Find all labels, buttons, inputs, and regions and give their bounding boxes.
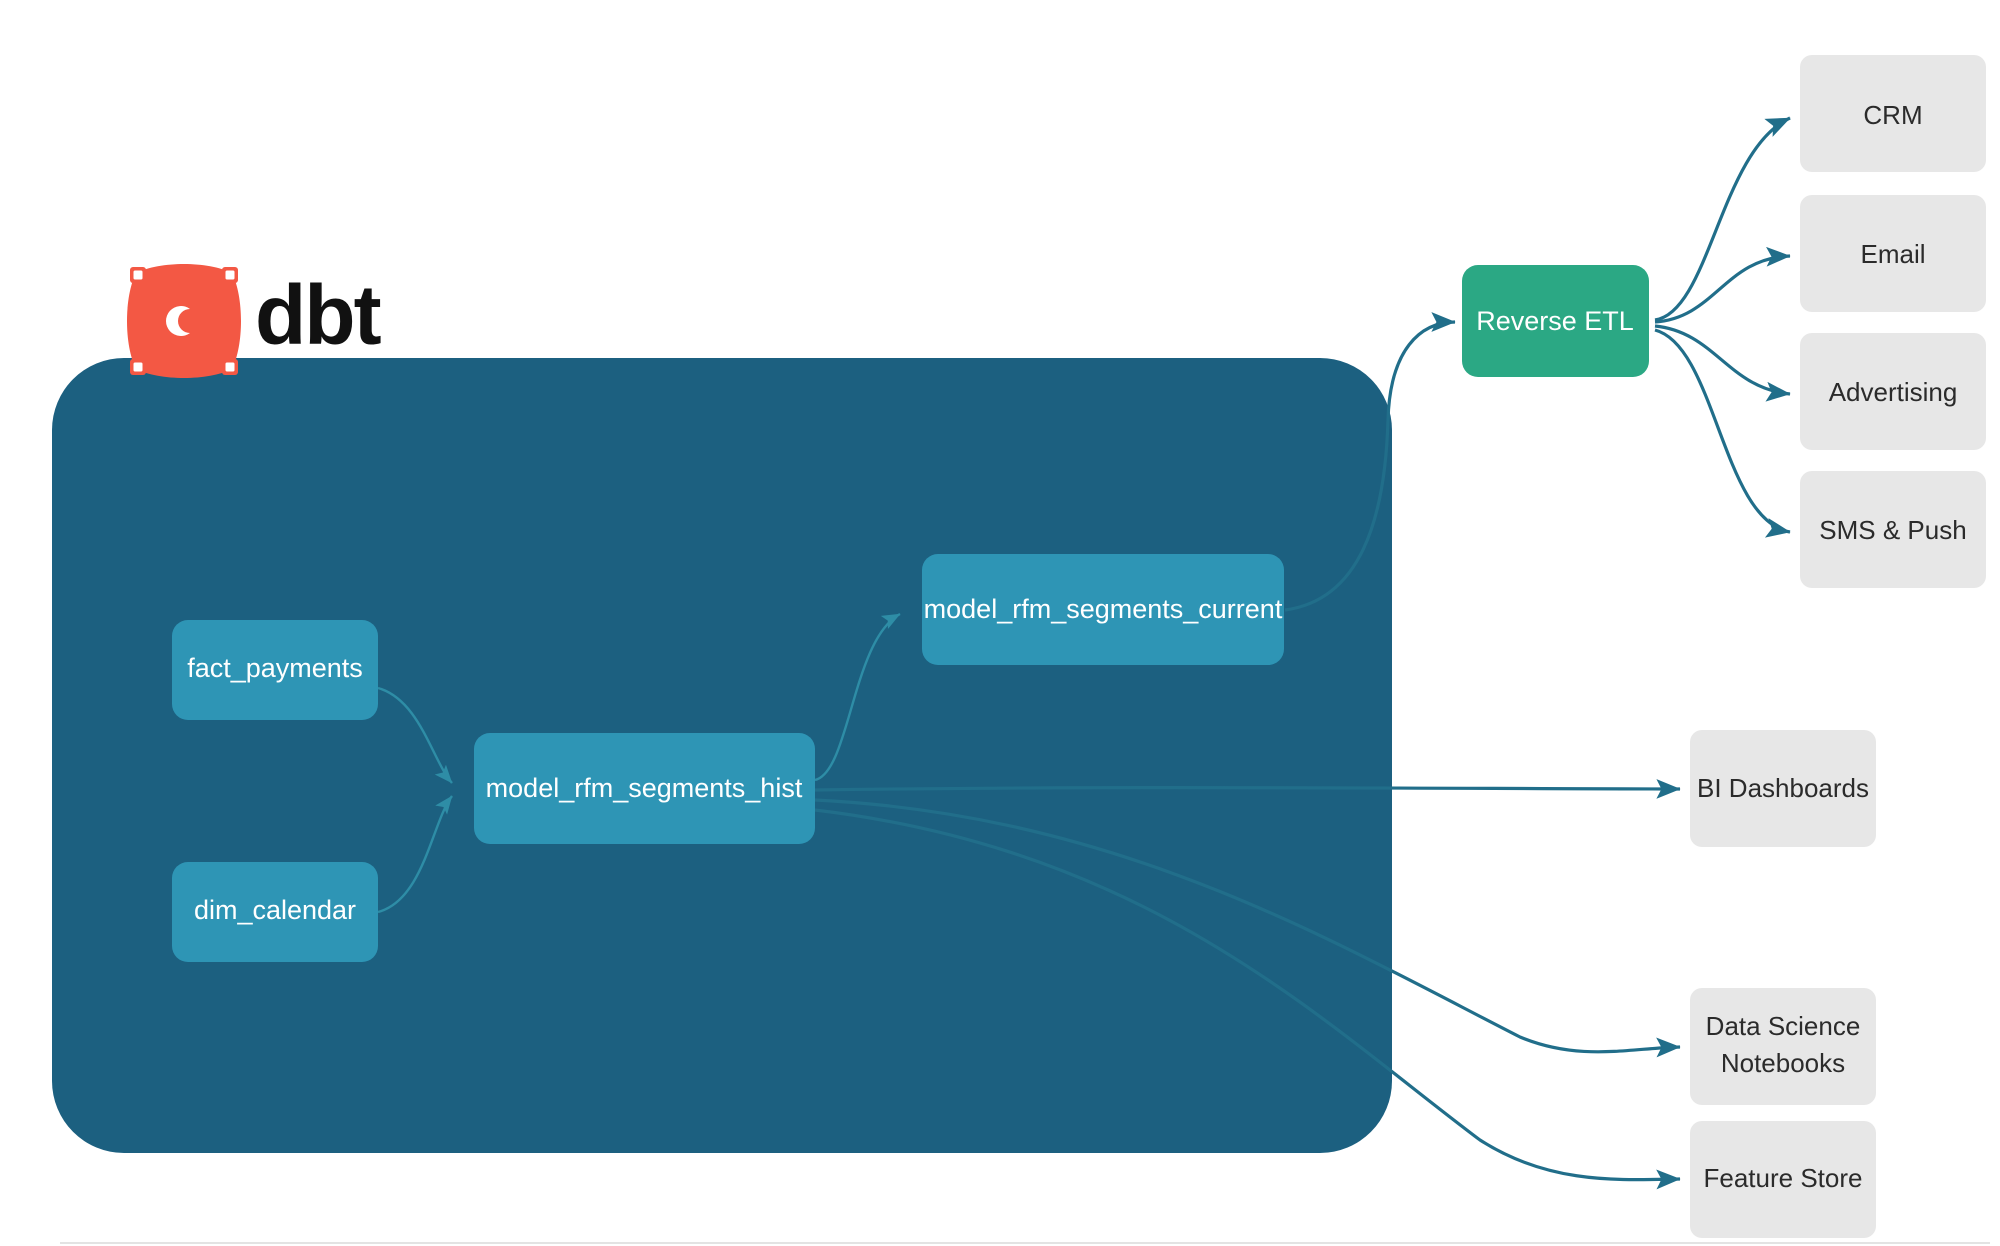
node-reverse-etl-box[interactable] (1462, 265, 1649, 377)
dest-email[interactable]: Email (1800, 195, 1986, 312)
edge-hist-to-data-science-notebooks (814, 798, 1681, 1058)
dest-data-science-notebooks-box[interactable] (1690, 988, 1876, 1105)
dest-feature-store-box[interactable] (1690, 1121, 1876, 1238)
dest-data-science-notebooks[interactable]: Data Science Notebooks (1690, 988, 1876, 1105)
node-fact-payments-label: fact_payments (187, 653, 363, 683)
edge-hist-to-current (814, 612, 901, 782)
node-reverse-etl-label: Reverse ETL (1476, 306, 1634, 336)
node-model-rfm-segments-current-label: model_rfm_segments_current (924, 594, 1283, 624)
node-reverse-etl[interactable]: Reverse ETL (1462, 265, 1649, 377)
edge-reverse-etl-to-crm (1654, 116, 1791, 322)
edge-hist-to-feature-store (814, 808, 1681, 1190)
dest-advertising-label: Advertising (1829, 377, 1958, 407)
dest-advertising-box[interactable] (1800, 333, 1986, 450)
dest-sms-push-label: SMS & Push (1819, 515, 1966, 545)
dest-data-science-notebooks-label-line2: Notebooks (1721, 1048, 1845, 1078)
dest-bi-dashboards-box[interactable] (1690, 730, 1876, 847)
node-fact-payments[interactable]: fact_payments (172, 620, 378, 720)
edge-dim-calendar-to-hist (377, 795, 453, 914)
node-model-rfm-segments-hist-box[interactable] (474, 733, 815, 844)
dest-data-science-notebooks-label-line1: Data Science (1706, 1011, 1861, 1041)
dest-bi-dashboards[interactable]: BI Dashboards (1690, 730, 1876, 847)
dbt-logo: dbt (127, 264, 383, 378)
dest-sms-push[interactable]: SMS & Push (1800, 471, 1986, 588)
edge-reverse-etl-to-advertising (1654, 324, 1791, 402)
dest-feature-store[interactable]: Feature Store (1690, 1121, 1876, 1238)
node-dim-calendar-box[interactable] (172, 862, 378, 962)
dest-email-label: Email (1860, 239, 1925, 269)
dest-advertising[interactable]: Advertising (1800, 333, 1986, 450)
node-dim-calendar-label: dim_calendar (194, 895, 356, 925)
dest-feature-store-label: Feature Store (1704, 1163, 1863, 1193)
dbt-wordmark: dbt (255, 268, 381, 362)
edge-reverse-etl-to-email (1654, 246, 1791, 324)
node-model-rfm-segments-hist[interactable]: model_rfm_segments_hist (474, 733, 815, 844)
dbt-x-logo-icon (127, 264, 241, 378)
dest-crm-label: CRM (1863, 100, 1922, 130)
dest-email-box[interactable] (1800, 195, 1986, 312)
dest-crm-box[interactable] (1800, 55, 1986, 172)
node-dim-calendar[interactable]: dim_calendar (172, 862, 378, 962)
node-fact-payments-box[interactable] (172, 620, 378, 720)
dest-sms-push-box[interactable] (1800, 471, 1986, 588)
edge-reverse-etl-to-sms-push (1654, 328, 1791, 538)
edge-hist-to-bi-dashboards (814, 779, 1681, 799)
node-model-rfm-segments-current[interactable]: model_rfm_segments_current (922, 554, 1284, 665)
edge-current-to-reverse-etl (1284, 312, 1456, 612)
node-model-rfm-segments-hist-label: model_rfm_segments_hist (486, 773, 803, 803)
edge-fact-payments-to-hist (377, 686, 453, 784)
node-model-rfm-segments-current-box[interactable] (922, 554, 1284, 665)
dest-bi-dashboards-label: BI Dashboards (1697, 773, 1869, 803)
dest-crm[interactable]: CRM (1800, 55, 1986, 172)
